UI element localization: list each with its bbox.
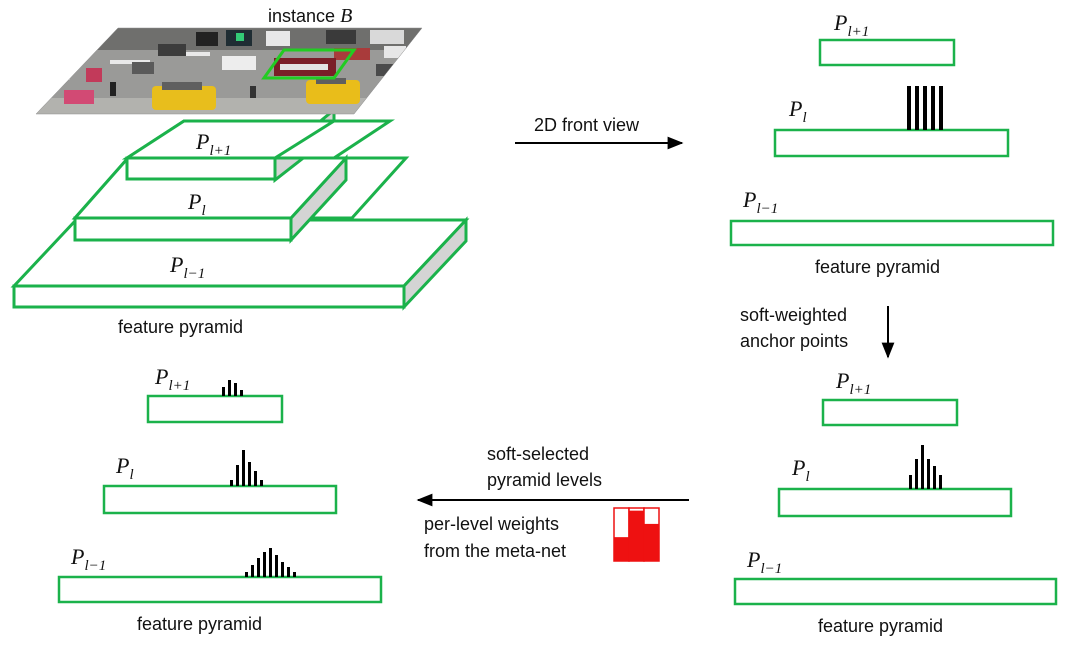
p1-caption: feature pyramid [118,317,243,337]
soft-weighted-label-1: soft-weighted [740,305,847,325]
p2-level-mid [773,128,1010,158]
p3-level-lower [733,577,1058,606]
arrow-front-view: 2D front view [515,115,684,150]
p4-level-upper [146,394,284,424]
pyramid-layer-upper [121,106,395,184]
p3-label-mid: Pl [791,455,810,485]
p1-label-lower: Pl−1 [169,252,205,282]
p2-level-lower [729,219,1055,247]
p3-caption: feature pyramid [818,616,943,636]
instance-label: instance B [268,5,352,27]
traffic-scene-photo [36,28,422,114]
meta-net-weight-bar [644,523,659,561]
p2-label-lower: Pl−1 [742,187,778,217]
p3-anchor-bars [909,445,942,489]
p4-label-mid: Pl [115,453,134,483]
p4-level-mid [102,484,338,515]
per-level-label-2: from the meta-net [424,541,566,561]
meta-net-weights-icon [613,507,660,562]
panel-soft-selected: Pl+1 Pl Pl−1 feature pyramid [57,364,383,634]
p2-caption: feature pyramid [815,257,940,277]
p2-label-mid: Pl [788,96,807,126]
soft-selected-label-2: pyramid levels [487,470,602,490]
panel-front-view: Pl+1 Pl Pl−1 feature pyramid [729,10,1055,277]
instance-bounding-box [261,48,357,80]
front-view-label: 2D front view [534,115,640,135]
p4-caption: feature pyramid [137,614,262,634]
per-level-label-1: per-level weights [424,514,559,534]
meta-net-weight-bar [614,537,629,561]
p1-label-upper: Pl+1 [195,129,231,159]
p3-level-mid [777,487,1013,518]
arrow-soft-weighted: soft-weighted anchor points [740,305,895,359]
p3-level-upper [821,398,959,427]
panel-soft-weighted: Pl+1 Pl Pl−1 feature pyramid [733,368,1058,636]
soft-selected-label-1: soft-selected [487,444,589,464]
p2-level-upper [818,38,956,67]
arrow-soft-selected: soft-selected pyramid levels per-level w… [416,444,689,562]
p3-label-upper: Pl+1 [835,368,871,398]
p4-label-upper: Pl+1 [154,364,190,394]
p4-level-lower [57,575,383,604]
soft-weighted-label-2: anchor points [740,331,848,351]
p4-label-lower: Pl−1 [70,544,106,574]
p1-label-mid: Pl [187,189,206,219]
p4-bars-lower [245,548,296,577]
panel-3d-pyramid: instance B Pl+1 Pl Pl−1 feature pyramid [10,5,470,337]
p4-bars-mid [230,450,263,486]
p2-anchor-bars [907,86,943,130]
meta-net-weight-bar [629,510,644,561]
p2-label-upper: Pl+1 [833,10,869,40]
p3-label-lower: Pl−1 [746,547,782,577]
p4-bars-upper [222,380,243,396]
